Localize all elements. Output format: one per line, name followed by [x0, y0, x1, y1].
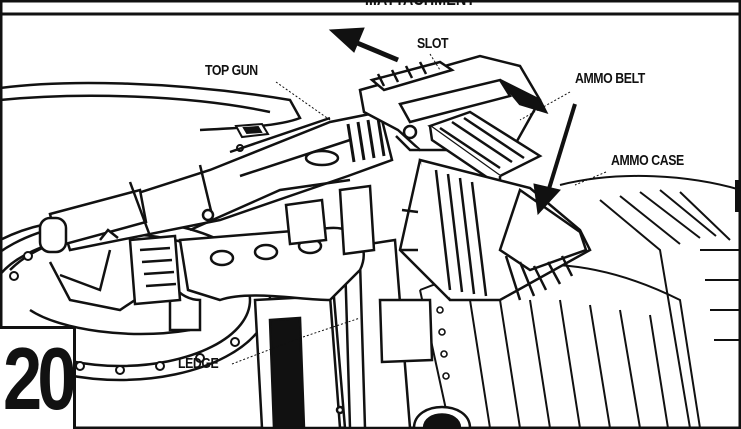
top-gun-label: TOP GUN [205, 62, 258, 79]
page-heading: ...ATTACHMENT [318, 0, 522, 10]
ammo-belt [427, 110, 543, 189]
arm-hole-2 [253, 243, 279, 261]
gun-post [284, 184, 376, 256]
leader-lines [231, 53, 607, 365]
ammo-case [398, 158, 592, 302]
top-gun [38, 110, 394, 254]
step-number-box: 20 [0, 326, 77, 429]
arm-hole-1 [209, 249, 235, 267]
step-number: 20 [3, 329, 77, 428]
deck-plate [234, 122, 270, 139]
mount-tower [253, 238, 434, 429]
ammo-case-label: AMMO CASE [611, 152, 684, 169]
panel-rivets [436, 306, 450, 380]
pointer-arrow [533, 103, 577, 216]
dome [412, 405, 472, 429]
slot-label: SLOT [417, 35, 449, 52]
ammo-belt-label: AMMO BELT [575, 70, 645, 87]
motion-arrow [328, 27, 399, 63]
ledge-label: LEDGE [178, 355, 219, 372]
